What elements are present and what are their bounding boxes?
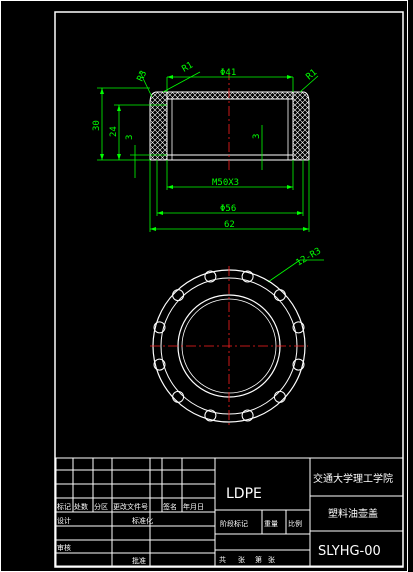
knurl-notch [292, 321, 305, 334]
dim-height-3-right: 3 [252, 134, 262, 139]
header-zone: 分区 [94, 502, 108, 511]
dimension-arrows [100, 75, 309, 231]
section-view [149, 70, 310, 170]
dim-height-3-left: 3 [125, 135, 135, 140]
label-design: 设计 [57, 516, 71, 525]
knurl-notch [273, 390, 286, 403]
dim-height-24: 24 [109, 126, 119, 137]
right-wall [292, 91, 310, 161]
top-plate [166, 91, 294, 100]
knurl-notch [204, 409, 217, 422]
header-sign: 签名 [163, 502, 177, 511]
dim-r3: R3 [136, 69, 150, 83]
label-review: 审核 [57, 543, 71, 552]
label-standard: 标准化 [132, 516, 153, 525]
label-scale: 比例 [288, 519, 302, 528]
part-name: 塑料油壶盖 [328, 507, 378, 520]
dim-knurl: 12-R3 [295, 246, 323, 268]
knurl-set [153, 270, 305, 422]
label-total: 共 [219, 555, 226, 564]
material-label: LDPE [226, 486, 262, 502]
knurl-notch [172, 289, 185, 302]
knurl-notch [292, 358, 305, 371]
school-name: 交通大学理工学院 [313, 472, 393, 485]
dim-height-30: 30 [92, 120, 102, 131]
dim-top-diameter: Φ41 [220, 68, 236, 78]
label-number: 第 [255, 555, 262, 564]
header-mark: 标记 [57, 502, 71, 511]
dim-diameter-56: Φ56 [220, 204, 236, 214]
knurl-notch [273, 289, 286, 302]
header-document: 更改文件号 [113, 502, 148, 511]
inner-frame [54, 11, 404, 568]
section-dimensions [97, 71, 324, 283]
left-wall [149, 91, 168, 161]
dim-thread: M50X3 [212, 178, 239, 188]
label-weight: 重量 [264, 520, 278, 528]
title-block [55, 457, 404, 567]
knurl-notch [241, 409, 254, 422]
header-count: 处数 [74, 502, 88, 511]
label-approve: 批准 [132, 556, 146, 565]
knurl-notch [153, 321, 166, 334]
drawing-number: SLYHG-00 [318, 544, 381, 559]
top-view-centerlines [150, 266, 308, 426]
label-sheet: 张 [268, 555, 275, 564]
knurl-notch [204, 270, 217, 283]
knurl-notch [241, 270, 254, 283]
knurl-notch [153, 358, 166, 371]
dim-width-62: 62 [224, 220, 235, 230]
dim-r1-left: R1 [181, 61, 195, 75]
label-sheets: 张 [238, 555, 245, 564]
dim-r1-right: R1 [305, 68, 320, 83]
label-stage: 阶段标记 [220, 519, 248, 528]
header-date: 年月日 [183, 502, 204, 511]
knurl-notch [172, 390, 185, 403]
